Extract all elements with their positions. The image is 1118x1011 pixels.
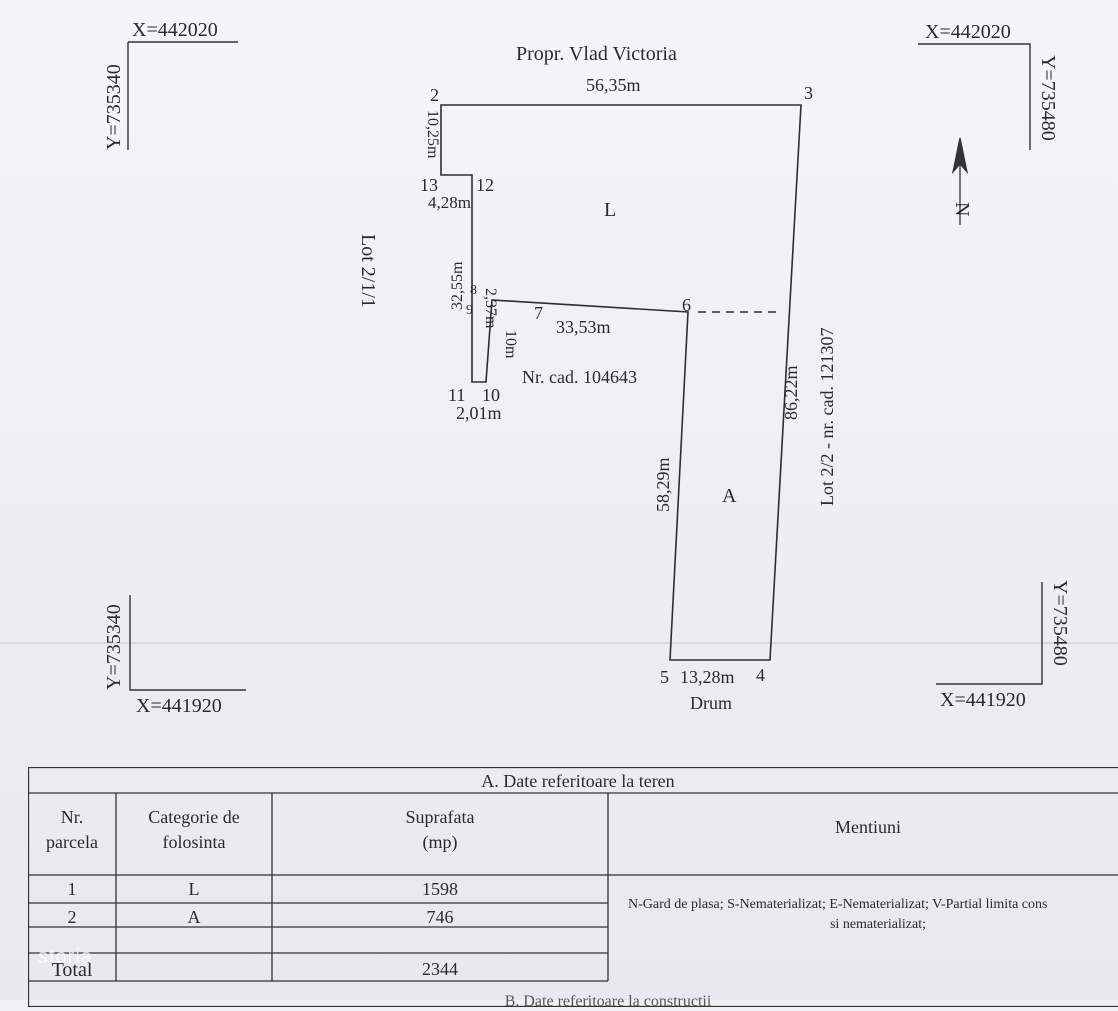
land-data-table: A. Date referitoare la teren Nr. parcela… (28, 767, 1118, 1007)
corner-top-left-y: Y=735340 (104, 64, 124, 150)
header-mentions: Mentiuni (608, 817, 1118, 838)
row2-area: 746 (272, 907, 608, 928)
header-nr-line2: parcela (28, 832, 116, 853)
total-area: 2344 (272, 959, 608, 980)
dim-2-13: 10,25m (424, 110, 440, 158)
right-lot-label: Lot 2/2 - nr. cad. 121307 (818, 328, 836, 506)
header-area: Suprafata (mp) (272, 807, 608, 853)
watermark-logo: storia (38, 946, 93, 969)
parcel-L-label: L (604, 200, 616, 220)
bracket-bottom-left (130, 595, 246, 690)
point-10: 10 (482, 386, 500, 404)
parcel-A-label: A (722, 486, 736, 506)
point-9: 9 (466, 304, 473, 318)
north-label: N (952, 202, 972, 216)
point-4: 4 (756, 666, 765, 684)
dim-6-5: 58,29m (654, 457, 672, 512)
point-11: 11 (448, 386, 465, 404)
point-8: 8 (470, 284, 477, 298)
row2-category: A (116, 907, 272, 928)
dim-13-12: 4,28m (428, 194, 471, 211)
cadastral-number: Nr. cad. 104643 (522, 368, 637, 386)
mentions-line2: si nematerializat; (628, 917, 1118, 933)
point-2: 2 (430, 86, 439, 104)
corner-top-right-x: X=442020 (925, 22, 1011, 42)
point-5: 5 (660, 668, 669, 686)
road-label: Drum (690, 694, 732, 712)
row1-area: 1598 (272, 879, 608, 900)
point-3: 3 (804, 84, 813, 102)
header-cat-line1: Categorie de (116, 807, 272, 828)
corner-bottom-left-y: Y=735340 (104, 604, 124, 690)
dim-3-4: 86,22m (782, 365, 800, 420)
mentions-line1: N-Gard de plasa; S-Nematerializat; E-Nem… (628, 897, 1118, 913)
point-13: 13 (420, 176, 438, 194)
corner-top-right-y: Y=735480 (1038, 55, 1058, 141)
header-nr: Nr. parcela (28, 807, 116, 853)
dim-8-9: 2,37m (482, 288, 498, 328)
bracket-bottom-right (936, 582, 1042, 684)
dim-5-4: 13,28m (680, 668, 735, 686)
dim-12-8: 32,55m (450, 262, 466, 310)
next-section-title: B. Date referitoare la constructii (428, 993, 788, 1011)
point-7: 7 (534, 304, 543, 322)
corner-top-left-x: X=442020 (132, 20, 218, 40)
corner-bottom-right-y: Y=735480 (1050, 580, 1070, 666)
point-6: 6 (682, 296, 691, 314)
dim-7-6: 33,53m (556, 318, 611, 336)
dim-2-3: 56,35m (586, 76, 641, 94)
dim-10-11: 2,01m (456, 404, 502, 422)
left-lot-label: Lot 2/1/1 (358, 234, 378, 308)
owner-north-label: Propr. Vlad Victoria (516, 44, 677, 64)
header-area-line2: (mp) (272, 832, 608, 853)
corner-bottom-left-x: X=441920 (136, 696, 222, 716)
table-title: A. Date referitoare la teren (28, 771, 1118, 792)
row2-nr: 2 (28, 907, 116, 928)
header-area-line1: Suprafata (272, 807, 608, 828)
point-12: 12 (476, 176, 494, 194)
corner-brackets (128, 42, 1042, 690)
header-nr-line1: Nr. (28, 807, 116, 828)
row1-nr: 1 (28, 879, 116, 900)
bracket-top-right (918, 44, 1030, 150)
corner-bottom-right-x: X=441920 (940, 690, 1026, 710)
dim-9-10: 10m (502, 330, 518, 358)
header-cat-line2: folosinta (116, 832, 272, 853)
header-category: Categorie de folosinta (116, 807, 272, 853)
row1-category: L (116, 879, 272, 900)
